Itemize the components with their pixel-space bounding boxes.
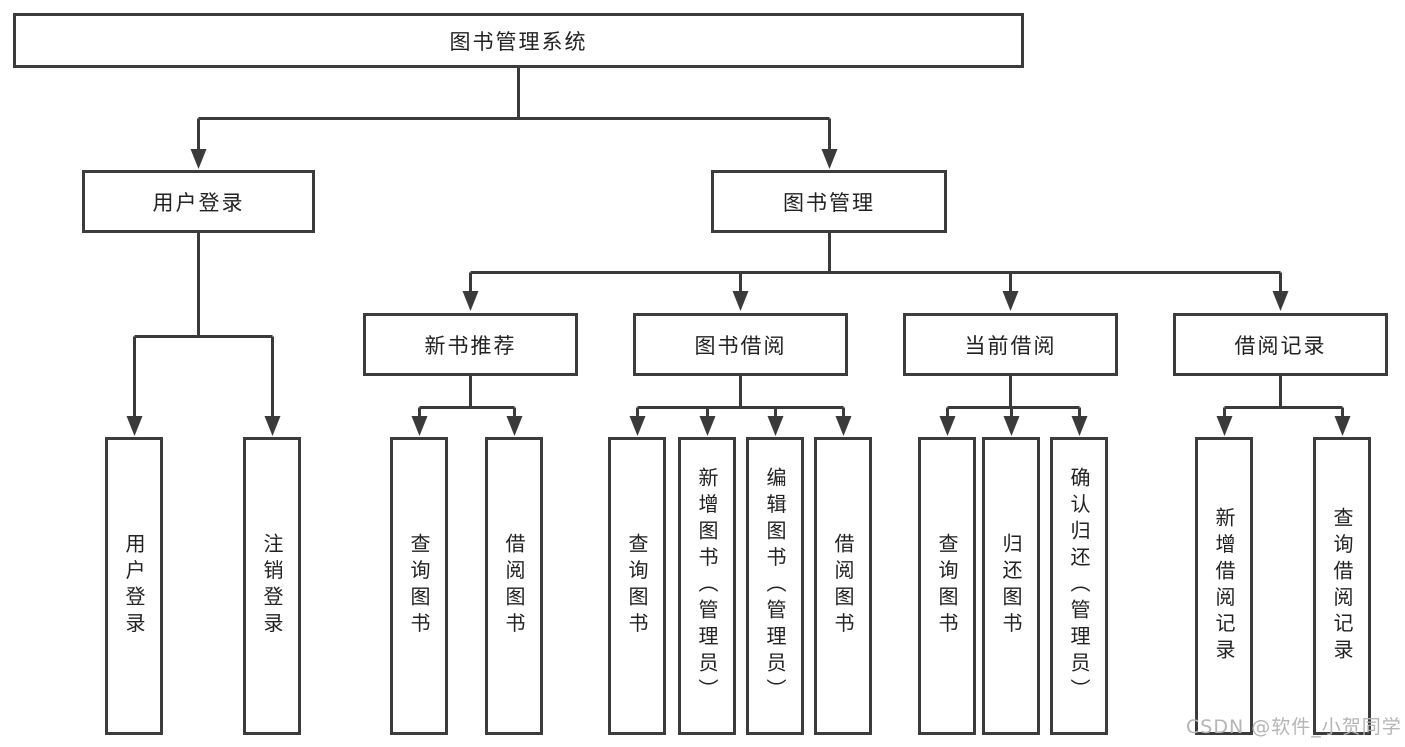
node-leaf-borrow-books-borrow-label: 借阅图书: [831, 533, 855, 639]
connector-book-borrow-to-leaves: [629, 376, 852, 436]
node-borrow-records-label: 借阅记录: [1234, 333, 1327, 358]
node-leaf-edit-book-admin-label: 编辑图书（管理员）: [763, 467, 787, 705]
node-root-label: 图书管理系统: [449, 29, 588, 54]
node-leaf-add-borrow-record-label: 新增借阅记录: [1212, 506, 1236, 666]
connector-borrow-records-to-leaves: [1216, 376, 1351, 436]
node-leaf-user-login-label: 用户登录: [122, 533, 146, 639]
node-leaf-add-book-admin: 新增图书（管理员）: [678, 437, 736, 735]
node-leaf-user-login: 用户登录: [105, 437, 163, 735]
node-leaf-edit-book-admin: 编辑图书（管理员）: [746, 437, 804, 735]
node-leaf-query-books-recommend-label: 查询图书: [407, 533, 431, 639]
node-book-management-label: 图书管理: [783, 190, 875, 215]
node-leaf-query-books-borrow: 查询图书: [608, 437, 666, 735]
node-leaf-query-books-recommend: 查询图书: [390, 437, 448, 735]
node-leaf-confirm-return-admin-label: 确认归还（管理员）: [1067, 467, 1091, 705]
node-leaf-query-books-current: 查询图书: [918, 437, 976, 735]
node-current-borrow: 当前借阅: [903, 313, 1118, 376]
connector-root-to-level2: [190, 68, 838, 169]
node-book-borrow-label: 图书借阅: [694, 333, 787, 358]
node-leaf-return-book-label: 归还图书: [999, 533, 1023, 639]
node-leaf-borrow-books-recommend-label: 借阅图书: [502, 533, 526, 639]
node-new-book-recommend: 新书推荐: [363, 313, 578, 376]
node-leaf-query-books-current-label: 查询图书: [935, 533, 959, 639]
connector-book-management-to-level3: [462, 233, 1289, 311]
node-leaf-query-borrow-record: 查询借阅记录: [1313, 437, 1371, 735]
node-leaf-add-book-admin-label: 新增图书（管理员）: [695, 467, 719, 705]
connector-new-book-recommend-to-leaves: [411, 376, 523, 436]
csdn-watermark: CSDN @软件_小贺同学: [1186, 716, 1402, 738]
node-leaf-add-borrow-record: 新增借阅记录: [1195, 437, 1253, 735]
node-leaf-query-books-borrow-label: 查询图书: [625, 533, 649, 639]
connector-user-login-to-leaves: [126, 233, 281, 436]
node-user-login-label: 用户登录: [152, 190, 245, 215]
node-root: 图书管理系统: [13, 13, 1024, 68]
node-leaf-confirm-return-admin: 确认归还（管理员）: [1050, 437, 1108, 735]
connector-current-borrow-to-leaves: [939, 376, 1088, 436]
node-leaf-logout: 注销登录: [243, 437, 301, 735]
node-current-borrow-label: 当前借阅: [964, 333, 1057, 358]
node-borrow-records: 借阅记录: [1173, 313, 1388, 376]
node-book-management: 图书管理: [711, 170, 947, 233]
node-leaf-borrow-books-recommend: 借阅图书: [485, 437, 543, 735]
node-leaf-return-book: 归还图书: [982, 437, 1040, 735]
node-leaf-logout-label: 注销登录: [260, 533, 284, 639]
node-new-book-recommend-label: 新书推荐: [424, 333, 517, 358]
node-leaf-query-borrow-record-label: 查询借阅记录: [1330, 506, 1354, 666]
node-leaf-borrow-books-borrow: 借阅图书: [814, 437, 872, 735]
node-user-login: 用户登录: [82, 170, 315, 233]
node-book-borrow: 图书借阅: [633, 313, 848, 376]
